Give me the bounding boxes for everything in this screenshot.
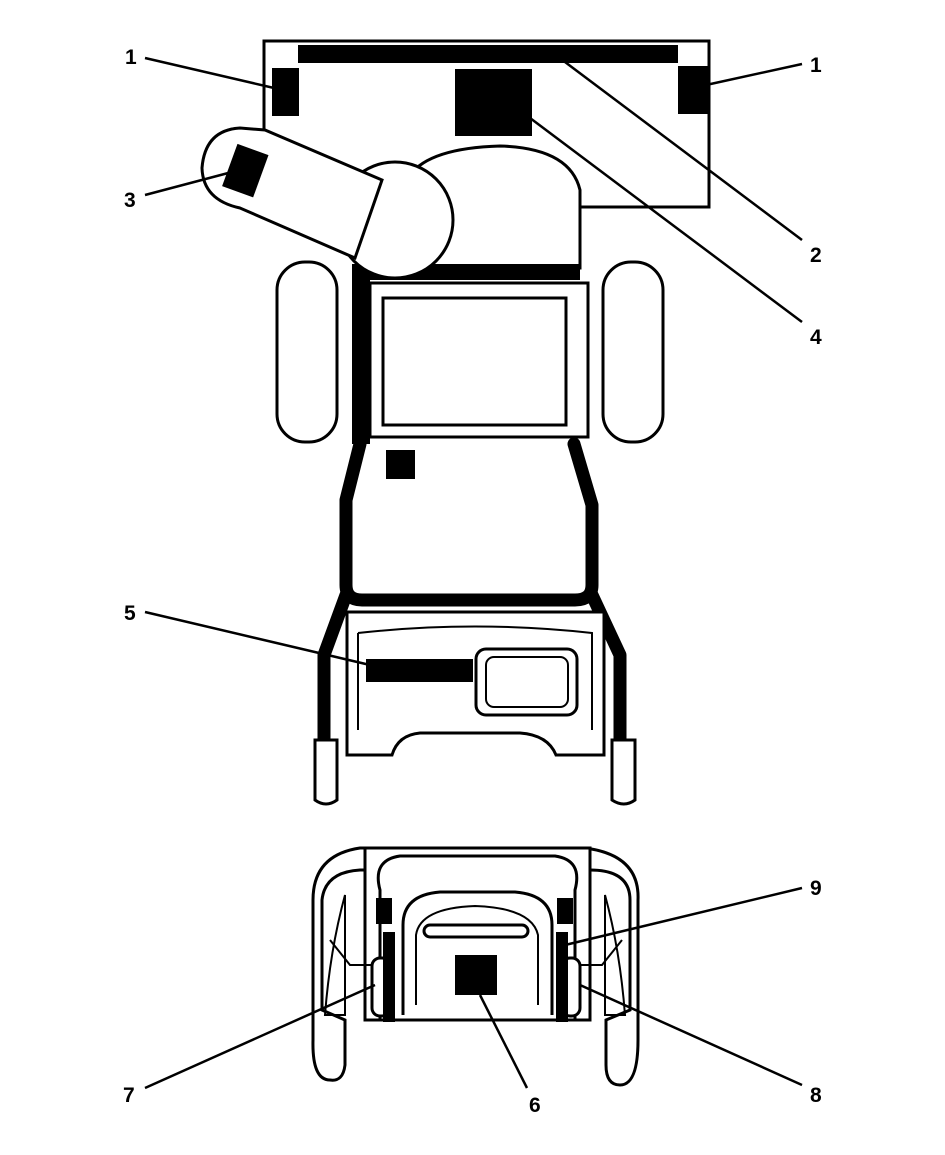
callout-numbers: 1 1 2 3 4 5 6 7 8 9 bbox=[123, 46, 822, 1117]
top-view bbox=[200, 39, 711, 806]
label-4-block bbox=[455, 69, 532, 136]
right-caster-wheel bbox=[610, 738, 637, 806]
callout-3: 3 bbox=[124, 189, 136, 212]
callout-9: 9 bbox=[810, 877, 822, 900]
leader-1a bbox=[144, 56, 275, 90]
body-frame bbox=[352, 264, 590, 444]
operator-platform bbox=[339, 437, 599, 607]
leader-5 bbox=[144, 610, 371, 667]
left-caster-wheel bbox=[313, 738, 339, 806]
label-9-block-left bbox=[376, 898, 392, 924]
control-arm bbox=[200, 126, 455, 280]
leader-7 bbox=[144, 983, 376, 1090]
leader-2 bbox=[564, 61, 803, 241]
leader-6 bbox=[478, 994, 529, 1089]
label-8-block bbox=[556, 932, 568, 1022]
label-1-left bbox=[272, 68, 299, 116]
seat-decal bbox=[386, 450, 415, 479]
label-6-block bbox=[455, 955, 497, 995]
right-rear-wheel bbox=[601, 260, 665, 444]
left-rear-wheel bbox=[275, 260, 339, 444]
leader-8 bbox=[579, 983, 803, 1087]
callout-7: 7 bbox=[123, 1084, 135, 1107]
label-1-right bbox=[678, 66, 709, 114]
label-7-block bbox=[383, 932, 395, 1022]
seat-back bbox=[408, 144, 582, 270]
leader-3 bbox=[144, 170, 233, 197]
label-5-strip bbox=[366, 659, 473, 682]
label-2-strip bbox=[298, 45, 678, 63]
leader-4 bbox=[529, 117, 803, 323]
label-3-block bbox=[222, 143, 269, 198]
callout-2: 2 bbox=[810, 244, 822, 267]
label-9-block-right bbox=[557, 898, 573, 924]
callout-6: 6 bbox=[529, 1094, 541, 1117]
leader-lines bbox=[144, 56, 803, 1090]
front-deck bbox=[345, 610, 606, 757]
leader-1b bbox=[705, 62, 803, 87]
front-view bbox=[311, 846, 640, 1087]
leader-9 bbox=[564, 886, 803, 947]
callout-8: 8 bbox=[810, 1084, 822, 1107]
callout-1-right: 1 bbox=[810, 54, 822, 77]
callout-5: 5 bbox=[124, 602, 136, 625]
callout-1-left: 1 bbox=[125, 46, 137, 69]
callout-4: 4 bbox=[810, 326, 822, 349]
